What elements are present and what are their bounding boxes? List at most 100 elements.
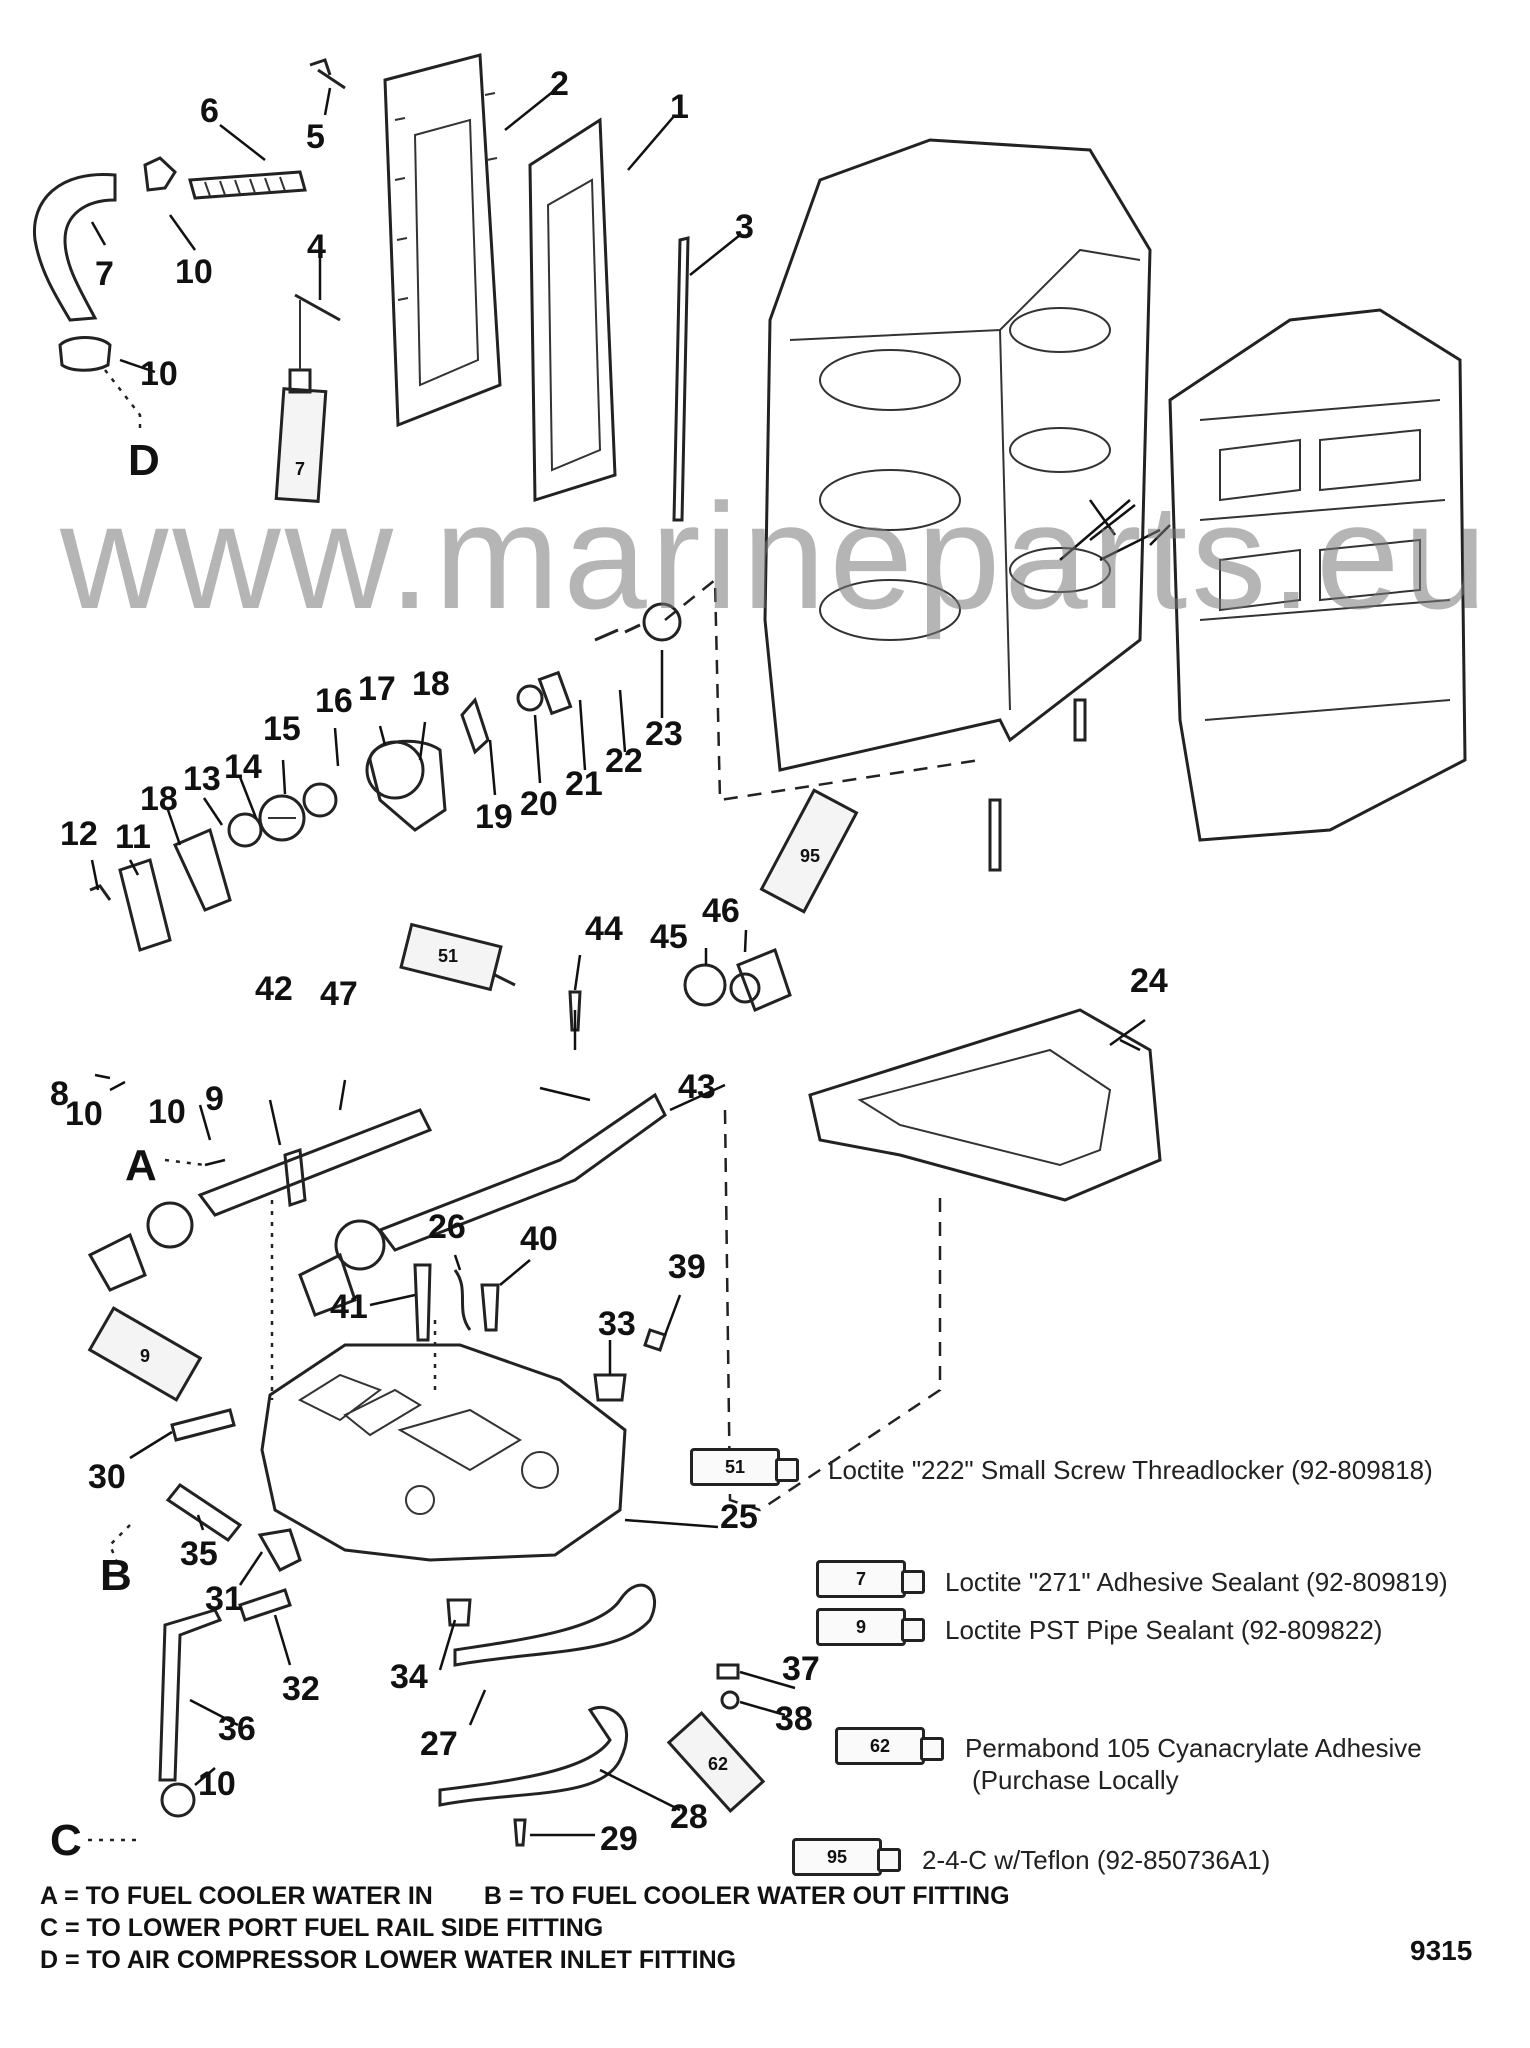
note-line-a-b: A = TO FUEL COOLER WATER IN B = TO FUEL … <box>40 1882 1240 1914</box>
label-45: 45 <box>650 918 688 956</box>
label-12: 12 <box>60 815 98 853</box>
exhaust-cover-2 <box>383 53 502 428</box>
tube-95 <box>759 788 859 914</box>
legend-row-95: 2-4-C w/Teflon (92-850736A1) <box>922 1844 1271 1875</box>
hose-36 <box>158 1608 223 1782</box>
label-10-a: 10 <box>65 1095 103 1133</box>
clamp-10-c <box>160 1782 196 1818</box>
label-27: 27 <box>420 1725 458 1763</box>
label-35: 35 <box>180 1535 218 1573</box>
label-3: 3 <box>735 208 754 246</box>
tube-label-62: 62 <box>708 1754 728 1774</box>
legend-tube-62: 62 <box>835 1727 944 1765</box>
label-11: 11 <box>115 818 151 856</box>
label-4: 4 <box>307 228 326 266</box>
screw-41 <box>413 1263 432 1342</box>
label-28: 28 <box>670 1798 708 1836</box>
screw-39 <box>643 1328 667 1352</box>
label-7: 7 <box>95 255 114 293</box>
housing-25 <box>260 1343 627 1562</box>
part-labels: 1 2 3 4 5 6 7 8 9 10 10 10 10 10 11 12 1… <box>50 65 1168 1858</box>
legend-row-62: Permabond 105 Cyanacrylate Adhesive <box>965 1732 1422 1763</box>
label-23: 23 <box>645 715 683 753</box>
label-24: 24 <box>1130 962 1168 1000</box>
plug-33 <box>593 1373 627 1402</box>
label-33: 33 <box>598 1305 636 1343</box>
nut-38 <box>720 1690 740 1710</box>
label-47: 47 <box>320 975 358 1013</box>
label-19: 19 <box>475 798 513 836</box>
label-5: 5 <box>306 118 325 156</box>
connector-line-d <box>104 369 142 430</box>
fitting-30 <box>170 1408 236 1442</box>
crankcase-cover <box>1168 308 1467 842</box>
seal-27 <box>453 1583 656 1667</box>
tube-label-7: 7 <box>295 459 305 479</box>
fitting-32 <box>238 1588 292 1622</box>
screw-44 <box>568 990 582 1032</box>
connection-letters: A B C D <box>50 436 160 1865</box>
note-b: B = TO FUEL COOLER WATER OUT FITTING <box>483 1882 1010 1910</box>
label-31: 31 <box>205 1580 243 1618</box>
legend-tube-51: 51 <box>690 1448 799 1486</box>
legend-row-51: Loctite "222" Small Screw Threadlocker (… <box>828 1454 1433 1485</box>
tube-labels: 7 9 51 62 95 <box>140 459 820 1774</box>
seal-strip-3 <box>672 236 690 522</box>
linkage-43 <box>298 1092 667 1317</box>
label-46: 46 <box>702 892 740 930</box>
label-38: 38 <box>775 1700 813 1738</box>
connection-d: D <box>128 436 160 485</box>
legend-tube-7: 7 <box>816 1560 925 1598</box>
label-14: 14 <box>224 748 262 786</box>
cylinder-block <box>763 138 1152 872</box>
label-8: 8 <box>50 1075 69 1113</box>
label-39: 39 <box>668 1248 706 1286</box>
note-d: D = TO AIR COMPRESSOR LOWER WATER INLET … <box>40 1946 737 1974</box>
legend-row-9: Loctite PST Pipe Sealant (92-809822) <box>945 1614 1383 1645</box>
legend-tube-9: 9 <box>816 1608 925 1646</box>
label-10-b: 10 <box>148 1093 186 1131</box>
hose-7-group <box>32 58 346 372</box>
washer-45-bushing-46 <box>683 948 792 1012</box>
screw-29 <box>513 1818 527 1847</box>
label-21: 21 <box>565 765 603 803</box>
label-29: 29 <box>600 1820 638 1858</box>
legend-row-62-note: (Purchase Locally <box>972 1764 1179 1795</box>
label-16: 16 <box>315 682 353 720</box>
label-15: 15 <box>263 710 301 748</box>
leader-lines <box>90 87 1171 1837</box>
label-42: 42 <box>255 970 293 1008</box>
tube-51-mid <box>399 922 516 992</box>
label-10-mid: 10 <box>140 355 178 393</box>
label-2: 2 <box>550 65 569 103</box>
label-40: 40 <box>520 1220 558 1258</box>
diagram-number: 9315 <box>1410 1935 1473 1966</box>
gasket-1 <box>528 117 617 503</box>
connection-a: A <box>125 1141 157 1190</box>
label-36: 36 <box>218 1710 256 1748</box>
label-6: 6 <box>200 92 219 130</box>
thermostat-stack <box>89 602 682 952</box>
tube-label-51: 51 <box>438 946 458 966</box>
label-13: 13 <box>183 760 221 798</box>
label-37: 37 <box>782 1650 820 1688</box>
connector-line-housing <box>723 1109 942 1512</box>
connector-line-block <box>664 577 981 802</box>
connector-line-a <box>164 1158 206 1167</box>
label-44: 44 <box>585 910 623 948</box>
tube-7-topleft <box>274 293 341 504</box>
clip-26 <box>453 1269 472 1331</box>
screw-40 <box>480 1283 500 1332</box>
connection-c: C <box>50 1816 82 1865</box>
tube-9-left <box>87 1306 203 1402</box>
cover-28 <box>438 1705 628 1807</box>
label-1: 1 <box>670 88 689 126</box>
label-18-right: 18 <box>412 665 450 703</box>
label-9: 9 <box>205 1080 224 1118</box>
legend-tube-95: 95 <box>792 1838 901 1876</box>
tube-label-95: 95 <box>800 846 820 866</box>
label-20: 20 <box>520 785 558 823</box>
plug-34 <box>446 1598 472 1627</box>
label-10-top: 10 <box>175 253 213 291</box>
label-26: 26 <box>428 1208 466 1246</box>
